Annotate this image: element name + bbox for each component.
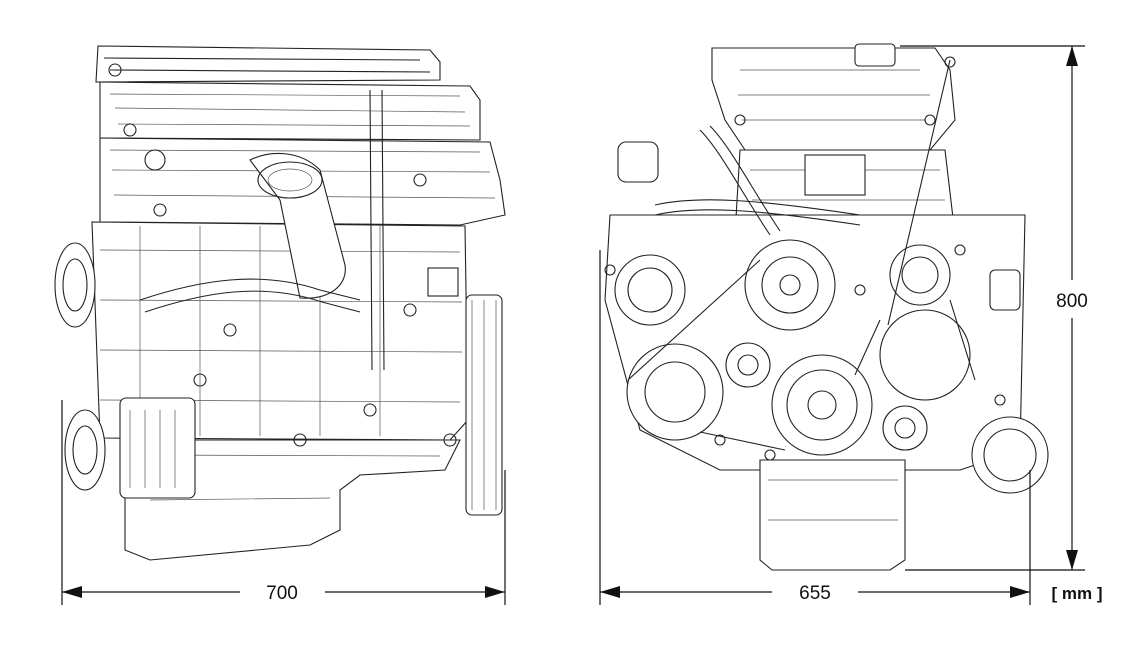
dimension-label-700: 700 — [266, 583, 298, 604]
arrow-left-655 — [600, 586, 620, 598]
arrow-right-700 — [485, 586, 505, 598]
dimension-label-800: 800 — [1056, 291, 1088, 312]
arrow-bottom-800 — [1066, 550, 1078, 570]
engine-front-view — [604, 43, 1049, 571]
arrow-left-700 — [62, 586, 82, 598]
arrow-top-800 — [1066, 46, 1078, 66]
arrow-right-655 — [1010, 586, 1030, 598]
engine-side-view — [54, 45, 506, 561]
dimension-label-655: 655 — [799, 583, 831, 604]
unit-label: [ mm ] — [1052, 584, 1103, 603]
dimension-lines — [61, 45, 1085, 605]
